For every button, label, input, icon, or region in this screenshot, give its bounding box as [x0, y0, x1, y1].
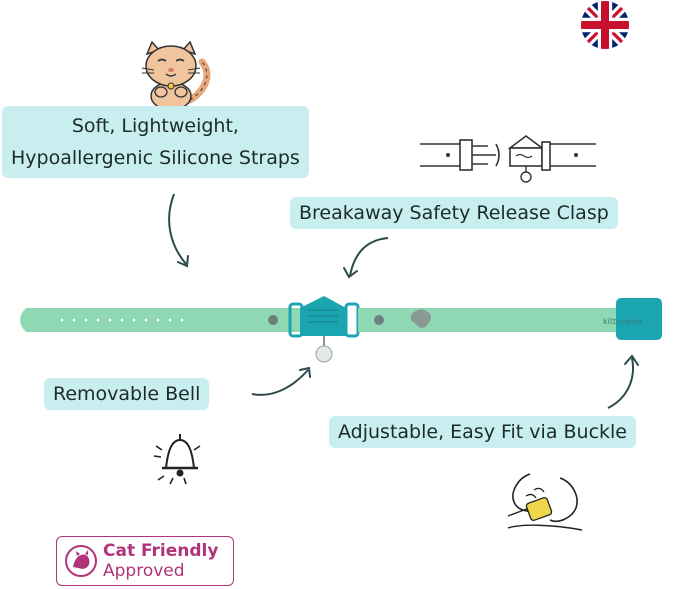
arrow-straps-icon [160, 190, 200, 270]
arrow-buckle-icon [602, 350, 642, 412]
label-adjustable-buckle: Adjustable, Easy Fit via Buckle [329, 416, 636, 448]
label-breakaway-clasp: Breakaway Safety Release Clasp [290, 197, 618, 229]
label-silicone-straps-line2: Hypoallergenic Silicone Straps [11, 147, 300, 169]
cat-friendly-badge: Cat Friendly Approved [56, 536, 234, 586]
clasp-icon [418, 128, 598, 186]
cat-collar: kittyrama [8, 294, 668, 374]
cat-icon [128, 40, 214, 111]
label-silicone-straps-line1: Soft, Lightweight, [71, 115, 239, 137]
bell-icon [150, 428, 206, 490]
cat-friendly-logo-icon [63, 543, 99, 579]
arrow-bell-icon [248, 360, 318, 402]
label-silicone-straps: Soft, Lightweight, Hypoallergenic Silico… [2, 106, 309, 178]
hand-buckle-icon [500, 468, 590, 540]
label-removable-bell: Removable Bell [44, 378, 210, 410]
arrow-clasp-icon [336, 232, 396, 282]
badge-title: Cat Friendly [103, 541, 219, 561]
badge-subtitle: Approved [103, 561, 185, 581]
buckle-brand-text: kittyrama [603, 317, 642, 326]
uk-flag-icon [581, 1, 629, 49]
